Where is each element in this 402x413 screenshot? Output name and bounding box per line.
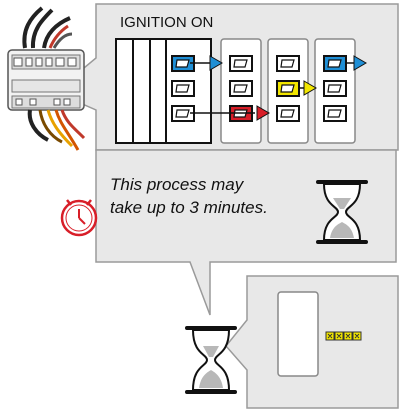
blue-arrow-2	[345, 55, 367, 71]
connector-module-icon	[7, 6, 86, 151]
slot-col2-1	[276, 55, 300, 72]
slot-col2-2	[276, 80, 300, 97]
yellow-arrow	[298, 80, 317, 96]
slot-col1-1	[229, 55, 253, 72]
slot-col1-2	[229, 80, 253, 97]
blue-arrow-1	[190, 55, 223, 71]
slot-main-2	[171, 80, 195, 97]
blinking-status-icon	[325, 331, 362, 341]
slot-col3-1	[323, 55, 347, 72]
hourglass-icon	[316, 180, 368, 244]
instruction-line-1: This process may	[110, 175, 245, 194]
slot-main-3	[171, 105, 195, 122]
red-arrow	[190, 105, 270, 121]
status-module	[277, 291, 319, 377]
main-module	[115, 38, 212, 144]
ignition-title: IGNITION ON	[120, 14, 213, 31]
slot-col2-3	[276, 105, 300, 122]
slot-main-1	[171, 55, 195, 72]
slot-col3-2	[323, 80, 347, 97]
hourglass-icon	[185, 326, 237, 394]
clock-icon	[60, 199, 98, 237]
slot-col3-3	[323, 105, 347, 122]
middle-panel	[95, 149, 397, 316]
instruction-line-2: take up to 3 minutes.	[110, 198, 268, 217]
